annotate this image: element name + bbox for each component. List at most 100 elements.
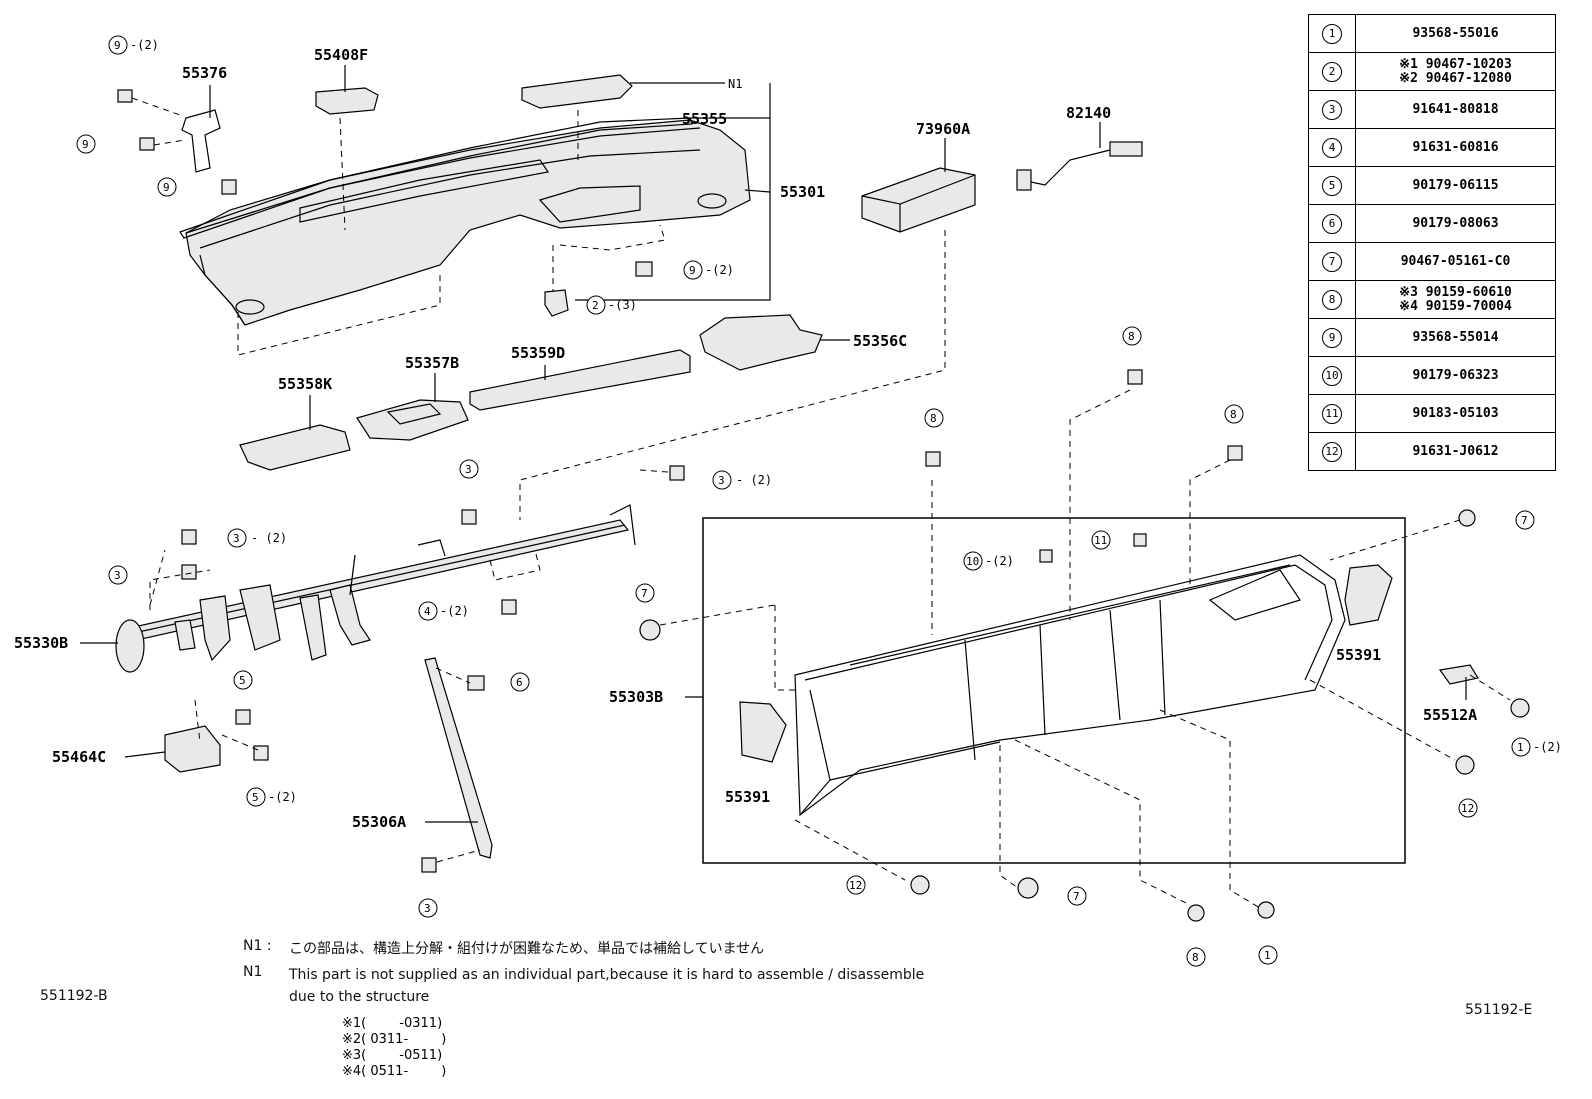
airbag-73960A xyxy=(861,167,976,233)
pad-55356C xyxy=(699,314,823,371)
label-55303B: 55303B xyxy=(609,688,663,706)
callout-1-right: 1 xyxy=(1517,741,1524,754)
parts-table-part-number: 90179-06115 xyxy=(1412,177,1499,193)
parts-table-key: 3 xyxy=(1308,90,1356,129)
label-55357B: 55357B xyxy=(405,354,459,372)
parts-table-row: 5 90179-06115 xyxy=(1308,166,1556,205)
label-55358K: 55358K xyxy=(278,375,332,393)
callout-7-bottom: 7 xyxy=(1073,890,1080,903)
label-55512A: 55512A xyxy=(1423,706,1477,724)
parts-table-part-number: 90183-05103 xyxy=(1412,405,1499,421)
parts-table-value: 93568-55014 xyxy=(1355,318,1556,357)
callout-7-left: 7 xyxy=(641,587,648,600)
parts-table-key: 6 xyxy=(1308,204,1356,243)
callout-12-left: 12 xyxy=(849,879,862,892)
parts-table-row: 12 91631-J0612 xyxy=(1308,432,1556,471)
parts-table-value: 90179-08063 xyxy=(1355,204,1556,243)
parts-table-key: 8 xyxy=(1308,280,1356,319)
frame-box xyxy=(702,517,1406,864)
fasteners xyxy=(117,89,1530,922)
parts-table-key-circle: 5 xyxy=(1322,175,1342,196)
parts-table-key-circle: 6 xyxy=(1322,213,1342,234)
parts-table-part-number: 90179-08063 xyxy=(1412,215,1499,231)
cap-55408F xyxy=(315,87,379,115)
parts-table-part-number: 90467-05161-C0 xyxy=(1400,253,1511,269)
label-55408F: 55408F xyxy=(314,46,368,64)
footnote-4: ※4( 0511- ) xyxy=(342,1064,447,1079)
pad-55358K xyxy=(239,424,351,471)
parts-table-value: 90179-06115 xyxy=(1355,166,1556,205)
bracket-55512A xyxy=(1438,664,1479,685)
callout-5-bottom: 5 xyxy=(252,791,259,804)
parts-table-key: 10 xyxy=(1308,356,1356,395)
callout-3-bottom: 3 xyxy=(424,902,431,915)
bracket-55376 xyxy=(181,109,221,173)
parts-table-part-number: 91631-60816 xyxy=(1412,139,1499,155)
parts-table-key-circle: 12 xyxy=(1322,441,1342,462)
note-n1-jp-label: N1 : xyxy=(243,938,272,954)
parts-table-part-number: ※1 90467-10203 xyxy=(1399,56,1512,72)
parts-table-row: 11 90183-05103 xyxy=(1308,394,1556,433)
callout-qty: -(2) xyxy=(440,604,469,618)
parts-table-key-circle: 7 xyxy=(1322,251,1342,272)
parts-table: 1 93568-55016 2※1 90467-10203※2 90467-1208… xyxy=(1308,14,1556,471)
footnote-1: ※1( -0311) xyxy=(342,1016,443,1031)
footnote-3: ※3( -0511) xyxy=(342,1048,443,1063)
parts-table-value: 90179-06323 xyxy=(1355,356,1556,395)
label-55391-left: 55391 xyxy=(725,788,770,806)
parts-table-value: ※3 90159-60610※4 90159-70004 xyxy=(1355,280,1556,319)
parts-table-key: 9 xyxy=(1308,318,1356,357)
parts-table-key-circle: 10 xyxy=(1322,365,1342,386)
parts-table-key: 5 xyxy=(1308,166,1356,205)
parts-table-part-number: ※2 90467-12080 xyxy=(1399,70,1512,86)
parts-table-row: 1 93568-55016 xyxy=(1308,14,1556,53)
label-55301: 55301 xyxy=(780,183,825,201)
parts-table-part-number: 93568-55016 xyxy=(1412,25,1499,41)
callout-qty: -(2) xyxy=(985,554,1014,568)
label-55376: 55376 xyxy=(182,64,227,82)
parts-table-value: 90467-05161-C0 xyxy=(1355,242,1556,281)
pad-55359D xyxy=(469,349,691,411)
panel-frame-55303B xyxy=(794,554,1346,817)
callout-3-mid: 3 xyxy=(465,463,472,476)
parts-table-part-number: 93568-55014 xyxy=(1412,329,1499,345)
callout-5-top: 5 xyxy=(239,674,246,687)
parts-table-value: 91631-60816 xyxy=(1355,128,1556,167)
callout-qty: -(2) xyxy=(705,263,734,277)
parts-table-key-circle: 3 xyxy=(1322,99,1342,120)
callout-qty: -(3) xyxy=(608,298,637,312)
parts-table-part-number: 91631-J0612 xyxy=(1412,443,1499,459)
pad-55391-right xyxy=(1344,564,1393,626)
callout-8-d: 8 xyxy=(1192,951,1199,964)
callout-3-left: 3 xyxy=(233,532,240,545)
label-55356C: 55356C xyxy=(853,332,907,350)
callout-6: 6 xyxy=(516,676,523,689)
pad-55357B xyxy=(356,399,469,441)
callout-9-right: 9 xyxy=(689,264,696,277)
callout-9-left: 9 xyxy=(82,138,89,151)
callout-1-bottom: 1 xyxy=(1264,949,1271,962)
parts-table-row: 4 91631-60816 xyxy=(1308,128,1556,167)
callout-3-right: 3 xyxy=(718,474,725,487)
callout-qty: -(2) xyxy=(1533,740,1562,754)
parts-table-key: 4 xyxy=(1308,128,1356,167)
callout-10: 10 xyxy=(966,555,979,568)
parts-table-key-circle: 8 xyxy=(1322,289,1342,310)
n1-pad xyxy=(521,74,633,109)
parts-table-key: 12 xyxy=(1308,432,1356,471)
parts-table-value: 91641-80818 xyxy=(1355,90,1556,129)
callout-qty: -(2) xyxy=(268,790,297,804)
bracket-55464C xyxy=(164,725,221,773)
parts-table-row: 2※1 90467-10203※2 90467-12080 xyxy=(1308,52,1556,91)
parts-table-key: 11 xyxy=(1308,394,1356,433)
pad-55391-left xyxy=(739,701,787,763)
parts-table-part-number: 91641-80818 xyxy=(1412,101,1499,117)
parts-table-key: 1 xyxy=(1308,14,1356,53)
label-73960A: 73960A xyxy=(916,120,970,138)
wire-82140 xyxy=(1016,141,1143,191)
parts-table-value: ※1 90467-10203※2 90467-12080 xyxy=(1355,52,1556,91)
callout-8-a: 8 xyxy=(1128,330,1135,343)
parts-table-row: 3 91641-80818 xyxy=(1308,90,1556,129)
note-n1-jp: この部品は、構造上分解・組付けが困難なため、単品では補給していません xyxy=(289,941,765,957)
strip-55355 xyxy=(179,117,693,239)
